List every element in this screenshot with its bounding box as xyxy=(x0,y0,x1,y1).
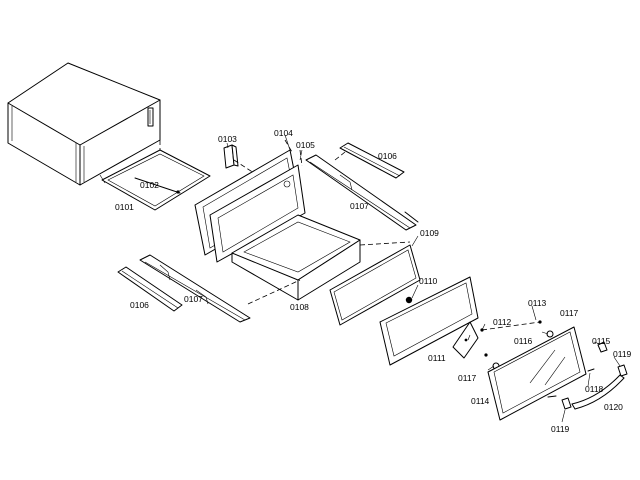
part-labels: 0101 0102 0103 0104 0105 0106 0107 0109 … xyxy=(115,128,632,434)
lower-slide-rail xyxy=(139,254,301,323)
label-0105: 0105 xyxy=(296,140,315,150)
label-0101: 0101 xyxy=(115,202,134,212)
label-0102: 0102 xyxy=(140,180,159,190)
label-0115: 0115 xyxy=(592,336,611,346)
door-handle xyxy=(571,374,625,410)
heating-frame xyxy=(99,140,211,211)
label-0118: 0118 xyxy=(585,384,604,394)
label-0103: 0103 xyxy=(218,134,237,144)
spacer-part xyxy=(597,341,608,353)
label-0119-top: 0119 xyxy=(613,349,632,359)
label-0114: 0114 xyxy=(471,396,490,406)
label-0112: 0112 xyxy=(493,317,512,327)
pin-part xyxy=(547,368,595,398)
door-gasket xyxy=(329,244,421,326)
label-0119-bottom: 0119 xyxy=(551,424,570,434)
inner-frame-panel xyxy=(209,149,306,263)
lower-side-strip xyxy=(117,266,183,312)
label-0111: 0111 xyxy=(428,353,446,363)
outer-housing xyxy=(7,62,161,186)
handle-caps xyxy=(561,364,628,410)
heating-element-rod xyxy=(134,177,181,194)
handle-bracket xyxy=(452,321,479,359)
inner-door-panel xyxy=(379,276,479,366)
label-0116: 0116 xyxy=(514,336,533,346)
upper-slide-rail xyxy=(305,151,419,231)
label-0106-bottom: 0106 xyxy=(130,300,149,310)
label-0107-top: 0107 xyxy=(350,201,369,211)
label-0120: 0120 xyxy=(604,402,623,412)
label-0110: 0110 xyxy=(419,276,438,286)
upper-side-strip xyxy=(339,142,405,179)
label-0107-bottom: 0107 xyxy=(184,294,203,304)
label-0117-bottom: 0117 xyxy=(458,373,477,383)
door-glass xyxy=(487,326,587,421)
label-0113: 0113 xyxy=(528,298,547,308)
leader-lines xyxy=(226,134,621,423)
label-0104: 0104 xyxy=(274,128,293,138)
label-0117-top: 0117 xyxy=(560,308,579,318)
label-0106-top: 0106 xyxy=(378,151,397,161)
drawer-tray xyxy=(231,214,411,301)
label-0108: 0108 xyxy=(290,302,309,312)
label-0109: 0109 xyxy=(420,228,439,238)
